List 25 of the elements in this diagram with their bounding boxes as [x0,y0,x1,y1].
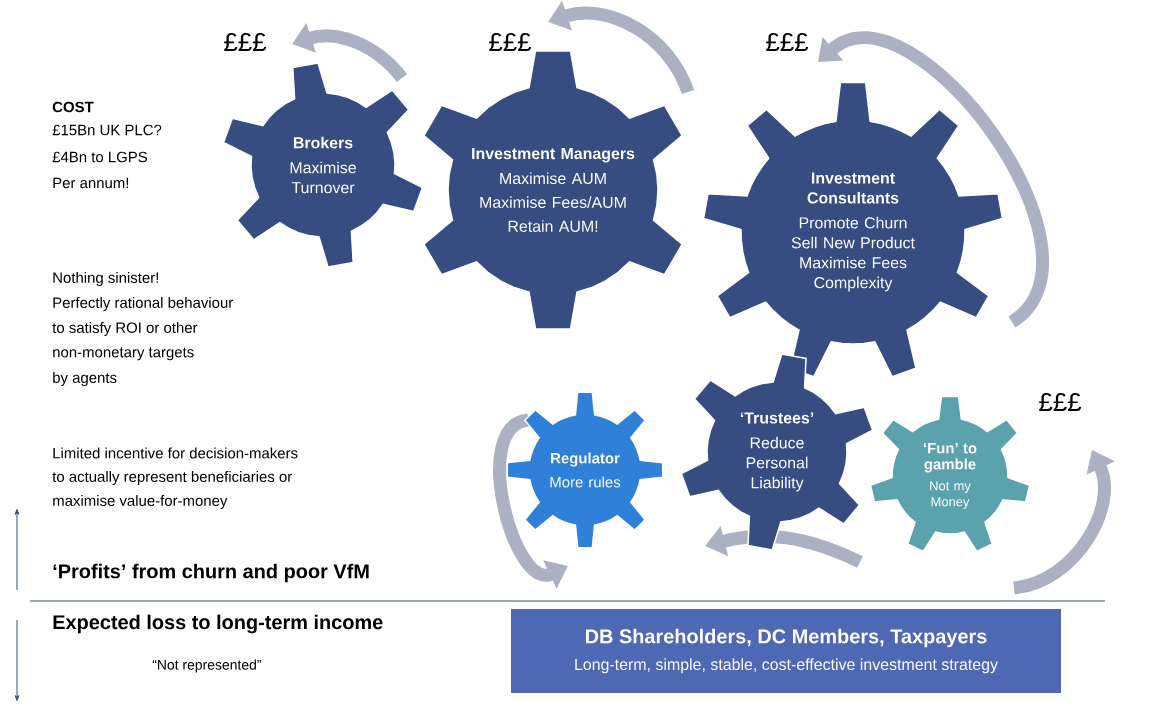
gear: ‘Trustees’ Reduce Personal Liability [680,353,874,551]
note-text: by agents [53,372,117,386]
note-text: £15Bn UK PLC? [52,124,162,136]
gear: Investment Managers Maximise AUM Maximise Fees/AUM Retain AUM! [422,50,684,330]
gear: Investment Consultants Promote Churn Sell New Product Maximise Fees Complexity [702,81,1004,378]
money-label: £££ [766,32,809,52]
profits-heading: ‘Profits’ from churn and poor VfM [53,563,369,583]
note-text: £4Bn to LGPS [52,151,148,163]
stakeholder-box: DB Shareholders, DC Members, Taxpayers Long-term, simple, stable, cost-effective investment strategy [511,609,1061,693]
note-text: “Not represented” [152,659,261,673]
note-text: to actually represent beneficiaries or [52,471,292,485]
note-text: Per annum! [53,177,129,189]
note-text: maximise value-for-money [53,495,228,509]
money-label: £££ [489,32,532,52]
note-text: Nothing sinister! [53,272,158,286]
cost-heading: COST [52,101,94,113]
note-text: to satisfy ROI or other [52,322,198,336]
note-text: non-monetary targets [53,347,194,361]
money-label: £££ [1039,392,1082,412]
note-text: Perfectly rational behaviour [53,297,233,311]
gear: Brokers Maximise Turnover [222,62,424,268]
gear: Regulator More rules [506,391,664,549]
gear: ‘Fun’ to gamble Not my Money [869,395,1031,553]
loss-heading: Expected loss to long-term income [53,614,383,634]
note-text: Limited incentive for decision-makers [53,447,298,459]
